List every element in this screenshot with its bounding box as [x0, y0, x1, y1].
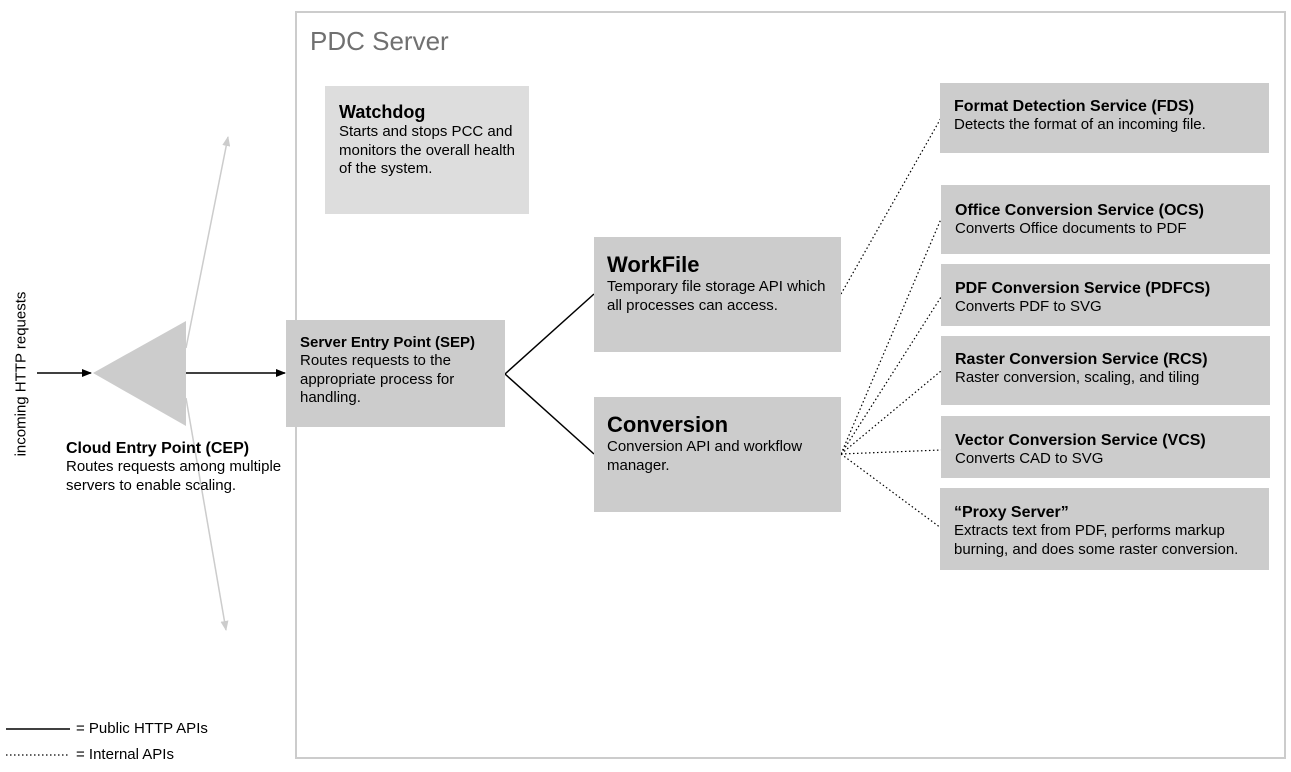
conversion-desc: Conversion API and workflow manager. [607, 438, 803, 474]
watchdog-desc: Starts and stops PCC and monitors the ov… [339, 123, 515, 177]
workfile-title: WorkFile [607, 252, 700, 277]
service-title: Raster Conversion Service (RCS) [955, 351, 1208, 368]
scale-arrow-up [185, 136, 231, 349]
service-box-rcs: Raster Conversion Service (RCS) Raster c… [941, 336, 1270, 405]
conversion-to-proxy-line [840, 453, 942, 529]
cep-title: Cloud Entry Point (CEP) [66, 440, 250, 457]
service-box-ocs: Office Conversion Service (OCS) Converts… [941, 185, 1270, 254]
service-desc: Raster conversion, scaling, and tiling [955, 369, 1200, 386]
workfile-box: WorkFile Temporary file storage API whic… [594, 237, 841, 352]
scale-arrow-down [185, 397, 229, 631]
service-title: Format Detection Service (FDS) [954, 98, 1195, 115]
service-desc: Converts CAD to SVG [955, 450, 1104, 467]
sep-to-conversion-line [504, 373, 595, 455]
conversion-title: Conversion [607, 412, 729, 437]
service-desc: Detects the format of an incoming file. [954, 116, 1206, 133]
sep-title: Server Entry Point (SEP) [300, 334, 476, 351]
service-box-vcs: Vector Conversion Service (VCS) Converts… [941, 416, 1270, 478]
conversion-to-pdfcs-line [840, 296, 942, 455]
service-box-pdfcs: PDF Conversion Service (PDFCS) Converts … [941, 264, 1270, 326]
service-title: “Proxy Server” [954, 504, 1069, 521]
watchdog-title: Watchdog [339, 102, 426, 122]
conversion-to-vcs-line [840, 449, 942, 455]
pdc-server-title: PDC Server [310, 26, 449, 56]
legend-internal-label: = Internal APIs [76, 746, 174, 763]
service-desc: Extracts text from PDF, performs markup … [954, 522, 1239, 558]
sep-box: Server Entry Point (SEP) Routes requests… [286, 320, 505, 427]
watchdog-box: Watchdog Starts and stops PCC and monito… [325, 86, 529, 214]
conversion-to-ocs-line [840, 218, 942, 455]
service-box-fds: Format Detection Service (FDS) Detects t… [940, 83, 1269, 153]
service-title: Office Conversion Service (OCS) [955, 202, 1204, 219]
legend-public-label: = Public HTTP APIs [76, 720, 208, 737]
sep-desc: Routes requests to the appropriate proce… [300, 352, 455, 406]
conversion-box: Conversion Conversion API and workflow m… [594, 397, 841, 512]
service-title: Vector Conversion Service (VCS) [955, 432, 1206, 449]
incoming-requests-label: incoming HTTP requests [12, 291, 30, 457]
sep-to-workfile-line [504, 293, 595, 375]
service-desc: Converts PDF to SVG [955, 298, 1102, 315]
cep-triangle [93, 321, 186, 426]
cep-desc: Routes requests among multiple servers t… [66, 458, 282, 494]
service-desc: Converts Office documents to PDF [955, 220, 1187, 237]
cep-label: Cloud Entry Point (CEP) Routes requests … [66, 439, 286, 495]
workfile-to-fds-line [840, 117, 942, 295]
workfile-desc: Temporary file storage API which all pro… [607, 278, 826, 314]
conversion-to-rcs-line [840, 370, 942, 455]
service-title: PDF Conversion Service (PDFCS) [955, 280, 1211, 297]
service-box-proxy: “Proxy Server” Extracts text from PDF, p… [940, 488, 1269, 570]
